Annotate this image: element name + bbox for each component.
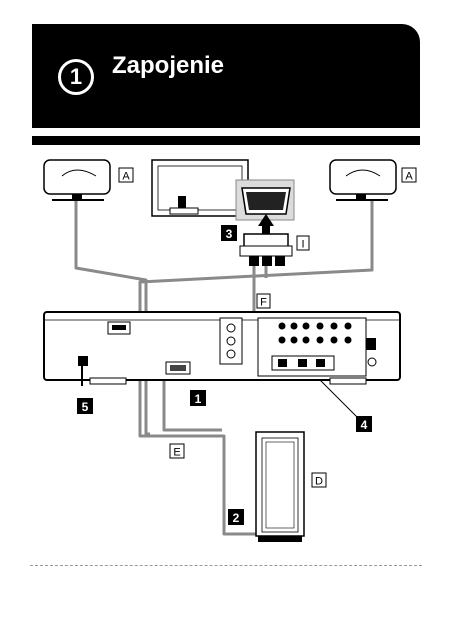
label-i: I bbox=[296, 235, 310, 251]
scart-adapter bbox=[239, 233, 293, 266]
subwoofer bbox=[255, 431, 305, 542]
step-3-badge: 3 bbox=[221, 225, 237, 241]
svg-text:A: A bbox=[405, 171, 413, 183]
receiver-unit bbox=[43, 311, 401, 386]
svg-text:5: 5 bbox=[82, 400, 89, 414]
tv-icon bbox=[151, 159, 249, 217]
svg-text:E: E bbox=[173, 447, 180, 459]
svg-text:4: 4 bbox=[361, 418, 368, 432]
step-1-badge: 1 bbox=[190, 390, 206, 406]
header-divider bbox=[32, 136, 420, 145]
step-2-badge: 2 bbox=[228, 509, 244, 525]
scart-socket bbox=[235, 179, 295, 236]
section-header bbox=[32, 24, 420, 128]
step-number-badge: 1 bbox=[58, 59, 94, 95]
svg-text:2: 2 bbox=[233, 511, 240, 525]
svg-text:D: D bbox=[315, 476, 323, 488]
speaker-left bbox=[43, 159, 111, 201]
label-a-right: A bbox=[401, 167, 417, 183]
step-5-badge: 5 bbox=[77, 398, 93, 414]
speaker-cable-right bbox=[138, 200, 374, 536]
subwoofer-cable bbox=[162, 380, 222, 432]
label-d: D bbox=[311, 472, 327, 488]
svg-text:I: I bbox=[301, 239, 304, 251]
svg-text:3: 3 bbox=[226, 227, 233, 241]
speaker-cable-left bbox=[74, 200, 150, 436]
svg-text:F: F bbox=[260, 297, 267, 309]
label-f: F bbox=[256, 293, 271, 309]
page-title: Zapojenie bbox=[112, 52, 225, 79]
svg-text:1: 1 bbox=[195, 392, 202, 406]
step-4-badge: 4 bbox=[356, 416, 372, 432]
svg-text:A: A bbox=[122, 171, 130, 183]
speaker-right bbox=[329, 159, 397, 201]
label-a-left: A bbox=[118, 167, 134, 183]
cut-line bbox=[30, 565, 422, 566]
label-e: E bbox=[169, 443, 185, 459]
step-4-pointer bbox=[319, 379, 359, 419]
